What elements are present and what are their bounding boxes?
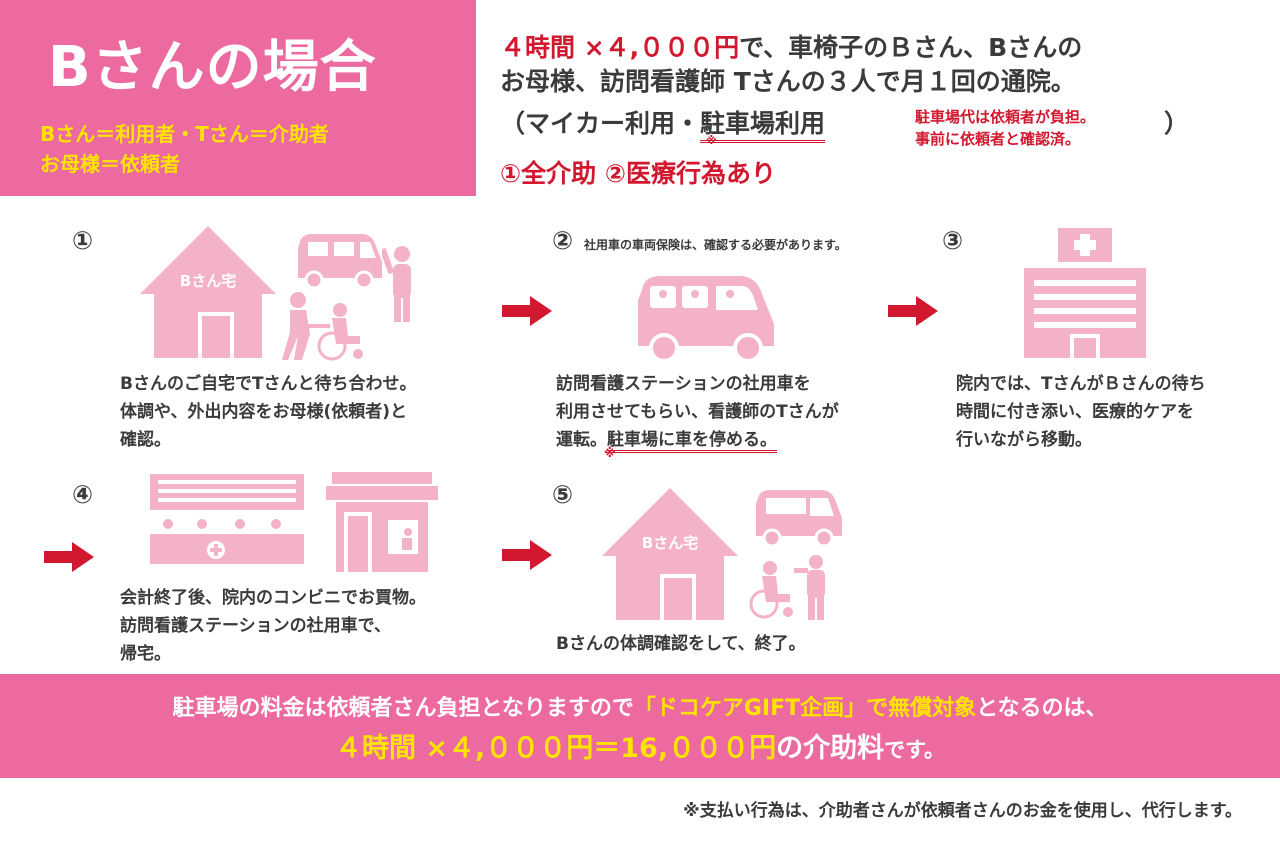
step-1-line-2: 体調や、外出内容をお母様(依頼者)と (120, 402, 408, 422)
step-2-line-3: 運転。駐車場に車を停める。 (556, 426, 839, 454)
step-2-line-1: 訪問看護ステーションの社用車を (556, 374, 811, 394)
summary-line-2: ４時間 ×４,０００円＝16,０００円の介助料です。 (0, 726, 1280, 765)
summary-parking-fee: 駐車場の料金は依頼者さん負担となりますので (172, 696, 634, 721)
caregiver-wheelchair-icon (749, 555, 825, 620)
header-parking-note: 駐車場代は依頼者が負担。 事前に依頼者と確認済。 (915, 106, 1095, 150)
header-parking-use: 駐車場利用 (700, 109, 826, 143)
step-4-line-3: 帰宅。 (120, 644, 171, 664)
page-title: Bさんの場合 (48, 35, 377, 100)
step-2-line-2: 利用させてもらい、看護師のTさんが (556, 402, 839, 422)
header-price: ４時間 ×４,０００円 (500, 33, 740, 62)
hospital-icon (1024, 228, 1146, 358)
summary-band: 駐車場の料金は依頼者さん負担となりますので「ドコケアGIFT企画」で無償対象とな… (0, 674, 1280, 778)
reception-counter-icon (150, 474, 304, 564)
header-close-paren: ） (1164, 109, 1190, 138)
step-2-number: ② (552, 226, 574, 255)
step-5-text: Bさんの体調確認をして、終了。 (556, 634, 806, 654)
house-label: Bさん宅 (180, 272, 236, 290)
van-icon (298, 234, 382, 288)
convenience-store-icon (326, 472, 438, 572)
house-label: Bさん宅 (642, 534, 698, 552)
step-1-line-3: 確認。 (120, 430, 171, 450)
header-care-type: ①全介助 ②医療行為あり (500, 159, 777, 188)
house-icon: Bさん宅 (602, 488, 738, 620)
step-4-number: ④ (72, 480, 94, 509)
step-2-parking-text: 駐車場に車を停める。 (607, 430, 777, 453)
step-1-line-1: Bさんのご自宅でTさんと待ち合わせ。 (120, 374, 417, 394)
title-subtitle-requester: お母様＝依頼者 (40, 152, 180, 176)
van-icon (638, 276, 774, 363)
summary-campaign: 「ドコケアGIFT企画」で無償対象 (633, 696, 977, 721)
summary-line-1-end: となるのは、 (976, 696, 1108, 721)
step-2-kome-mark: ※ (604, 446, 616, 460)
step-4-line-1: 会計終了後、院内のコンビニでお買物。 (120, 588, 426, 608)
house-icon: Bさん宅 (140, 226, 276, 358)
summary-total: ４時間 ×４,０００円＝16,０００円 (334, 733, 777, 764)
van-icon (756, 490, 842, 548)
arrow-right-icon (502, 540, 552, 570)
arrow-right-icon (502, 296, 552, 326)
waving-person-icon (382, 246, 411, 322)
step-1-number: ① (72, 226, 94, 255)
caregiver-wheelchair-icon (282, 292, 363, 361)
header-parking-note-1: 駐車場代は依頼者が負担。 (915, 108, 1096, 126)
step-2-line-3a: 運転。 (556, 430, 607, 450)
summary-line-1: 駐車場の料金は依頼者さん負担となりますので「ドコケアGIFT企画」で無償対象とな… (0, 690, 1280, 722)
header-line-1-rest: で、車椅子のＢさん、Bさんの (739, 33, 1083, 62)
step-3-line-2: 時間に付き添い、医療的ケアを (956, 402, 1194, 422)
header-parking-note-2: 事前に依頼者と確認済。 (915, 130, 1081, 148)
step-1-text: Bさんのご自宅でTさんと待ち合わせ。 体調や、外出内容をお母様(依頼者)と 確認… (120, 370, 417, 454)
arrow-right-icon (888, 296, 938, 326)
step-4-text: 会計終了後、院内のコンビニでお買物。 訪問看護ステーションの社用車で、 帰宅。 (120, 584, 426, 668)
summary-line-2-end: です。 (884, 738, 945, 762)
payment-footnote: ※支払い行為は、介助者さんが依頼者さんのお金を使用し、代行します。 (683, 801, 1242, 821)
header-line-2: お母様、訪問看護師 Tさんの３人で月１回の通院。 (500, 67, 1076, 96)
header-line-1: ４時間 ×４,０００円で、車椅子のＢさん、Bさんの (500, 28, 1082, 64)
step-2-text: 訪問看護ステーションの社用車を 利用させてもらい、看護師のTさんが 運転。駐車場… (556, 370, 839, 454)
header-line-3: （マイカー利用・駐車場利用 (500, 104, 826, 143)
arrow-right-icon (44, 542, 94, 572)
step-5-number: ⑤ (552, 480, 574, 509)
step-3-number: ③ (942, 226, 964, 255)
step-3-text: 院内では、TさんがＢさんの待ち 時間に付き添い、医療的ケアを 行いながら移動。 (956, 370, 1206, 454)
step-3-line-1: 院内では、TさんがＢさんの待ち (956, 374, 1206, 394)
step-3-line-3: 行いながら移動。 (956, 430, 1092, 450)
title-subtitle-roles: Bさん＝利用者・Tさん＝介助者 (40, 122, 329, 146)
step-4-line-2: 訪問看護ステーションの社用車で、 (120, 616, 391, 636)
step-2-insurance-note: 社用車の車両保険は、確認する必要があります。 (584, 238, 847, 252)
header-kome-mark: ※ (706, 134, 717, 147)
header-car-use: （マイカー利用・ (500, 109, 701, 138)
summary-fee-label: の介助料 (776, 733, 885, 764)
title-box: Bさんの場合 Bさん＝利用者・Tさん＝介助者 お母様＝依頼者 (0, 0, 476, 196)
